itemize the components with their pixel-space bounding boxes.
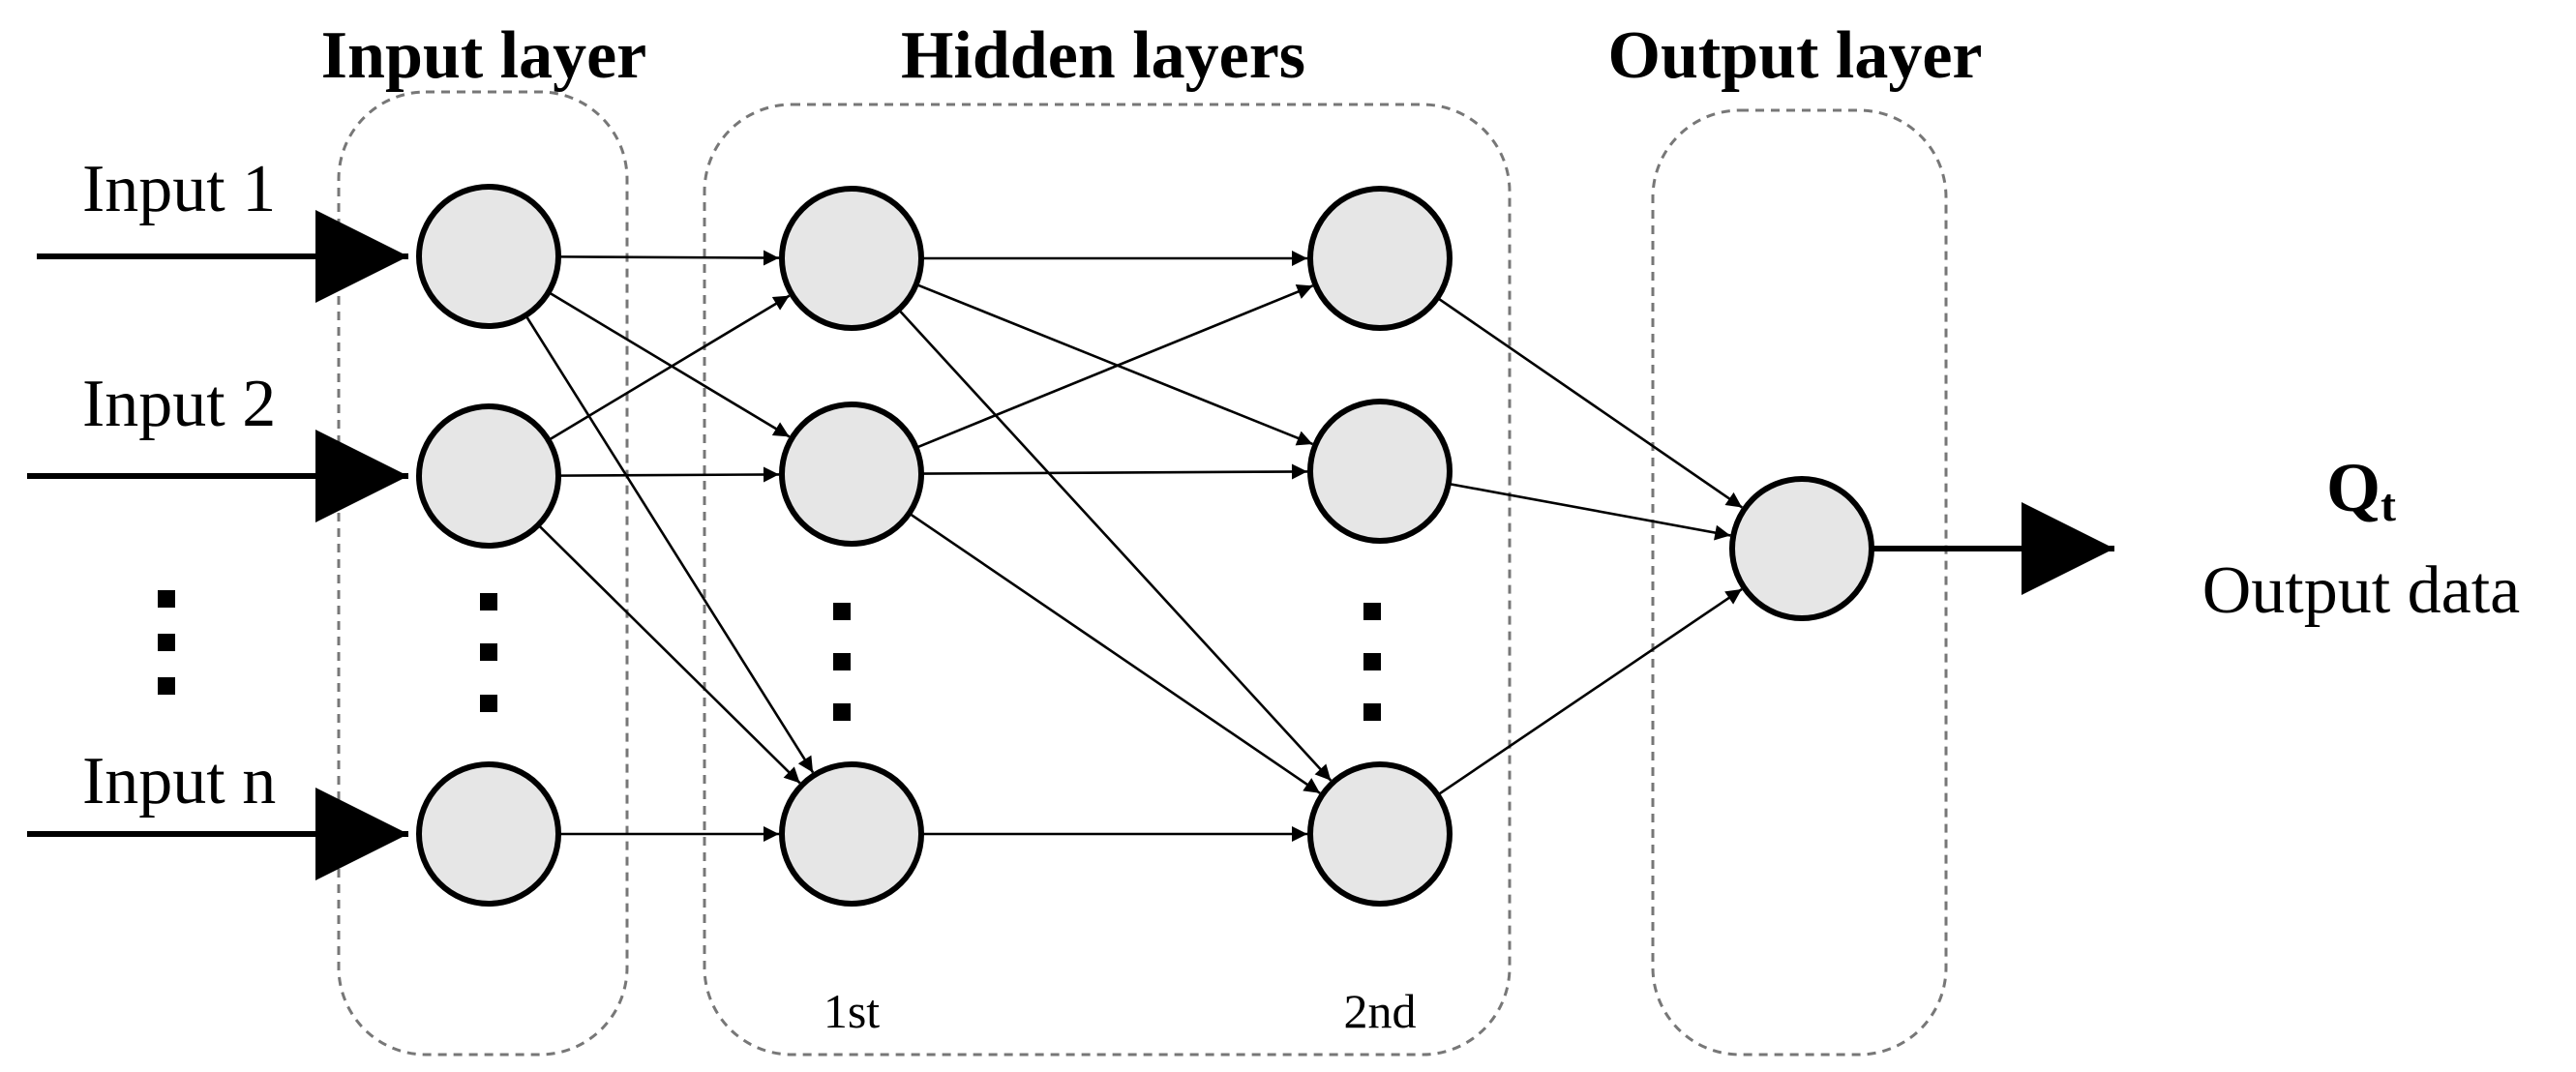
edge-a1-bn xyxy=(897,309,1333,782)
hidden2-ellipsis xyxy=(1363,603,1381,721)
output-data-label: Output data xyxy=(2202,553,2521,628)
hidden2-node-1 xyxy=(1307,186,1453,331)
edge-a2-b1 xyxy=(915,284,1314,449)
input-label-1: Input 1 xyxy=(82,152,276,226)
hidden-layer-2-label: 2nd xyxy=(1344,984,1417,1038)
edge-a2-bn xyxy=(908,512,1321,794)
input-labels-ellipsis xyxy=(158,590,175,695)
output-node xyxy=(1729,476,1874,621)
output-symbol-subscript: t xyxy=(2381,480,2396,531)
input-layer-ellipsis xyxy=(480,593,497,712)
edge-bn-o xyxy=(1436,587,1743,796)
edge-i2-a2 xyxy=(557,466,780,483)
edge-i1-a2 xyxy=(548,290,791,438)
input-node-n xyxy=(416,761,561,907)
output-symbol-main: Q xyxy=(2326,449,2381,526)
hidden2-node-n xyxy=(1307,761,1453,907)
hidden2-node-2 xyxy=(1307,399,1453,544)
hidden1-node-n xyxy=(779,761,924,907)
connection-edges xyxy=(524,250,1743,842)
edge-a2-b2 xyxy=(920,463,1308,480)
edge-i2-a1 xyxy=(548,294,791,442)
hidden-layers-title: Hidden layers xyxy=(901,18,1305,93)
edge-i1-an xyxy=(524,314,815,774)
edge-i1-a1 xyxy=(557,250,780,266)
hidden1-node-2 xyxy=(779,402,924,547)
output-symbol: Qt xyxy=(2326,449,2396,531)
hidden-layers-box xyxy=(703,103,1512,1057)
hidden1-node-1 xyxy=(779,186,924,331)
output-layer-title: Output layer xyxy=(1608,18,1983,93)
edge-a1-b2 xyxy=(915,283,1313,446)
edge-b2-o xyxy=(1448,482,1731,541)
input-node-1 xyxy=(416,184,561,329)
hidden1-ellipsis xyxy=(833,603,851,721)
input-node-2 xyxy=(416,403,561,549)
output-layer-box xyxy=(1651,108,1948,1057)
edge-b1-o xyxy=(1436,296,1743,509)
input-layer-title: Input layer xyxy=(321,18,646,93)
input-label-n: Input n xyxy=(82,744,276,819)
input-label-2: Input 2 xyxy=(82,367,276,441)
hidden-layer-1-label: 1st xyxy=(824,984,880,1038)
edge-i2-an xyxy=(537,523,801,785)
